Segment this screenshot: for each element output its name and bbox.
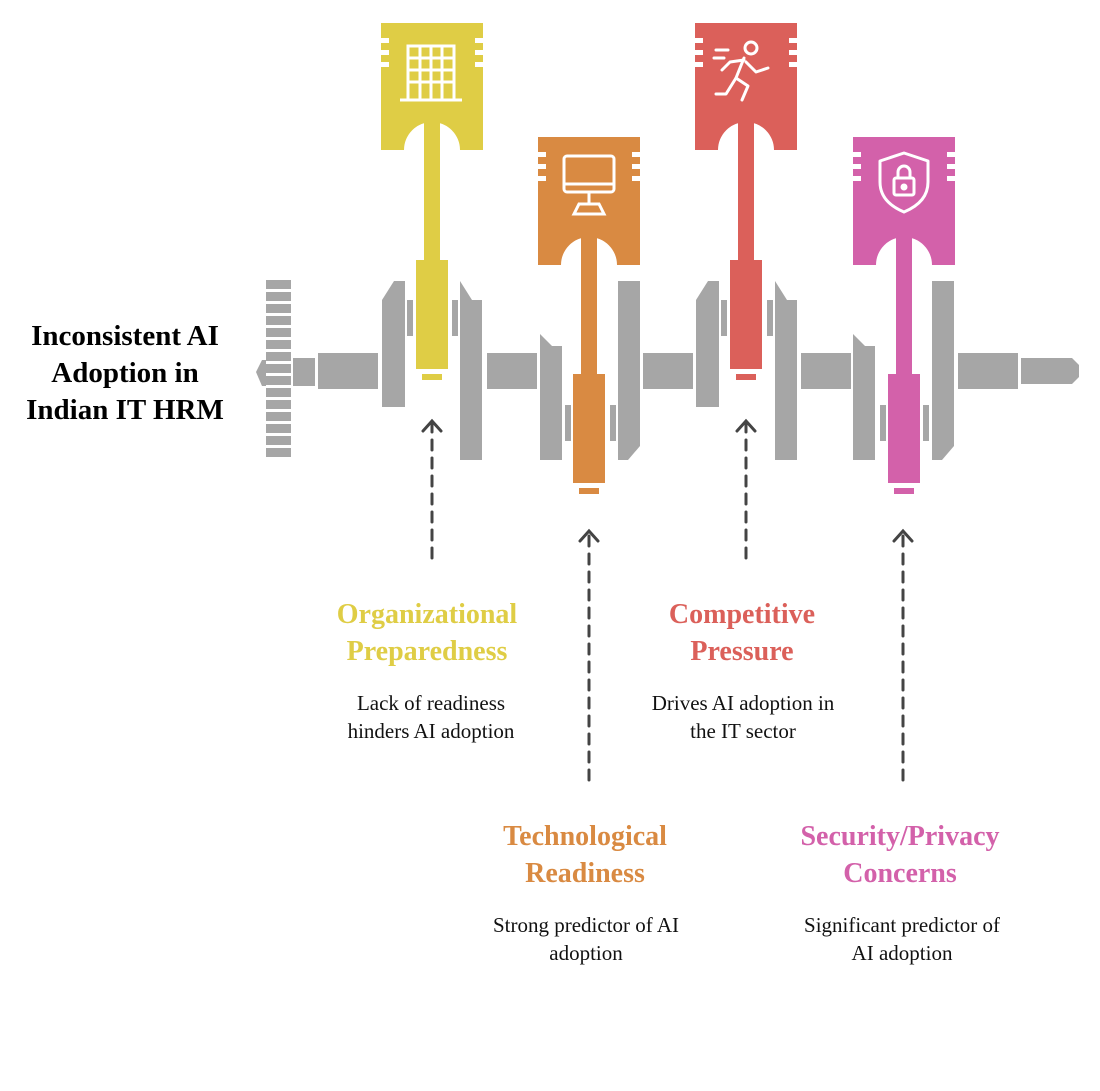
connector-arrows [421,418,914,782]
factor-desc-line: the IT sector [690,719,796,743]
factor-title-line: Pressure [690,636,794,667]
factor-title-line: Organizational [336,599,518,630]
factor-desc-line: Lack of readiness [356,691,506,715]
arrow-organizational [421,418,443,560]
monitor-icon [562,154,616,216]
factor-desc-line: adoption [549,941,623,965]
connecting-rod [896,234,912,374]
factor-desc-security: Significant predictor of AI adoption [762,911,1042,967]
arrow-security [892,528,914,782]
main-title-line: Indian IT HRM [26,394,224,426]
crankshaft-gear [256,280,291,457]
factor-title-line: Readiness [525,858,645,889]
rod-end [573,374,605,483]
piston-competitive [695,23,797,380]
factor-title-organizational: Organizational Preparedness [287,596,567,670]
piston-head [695,23,797,150]
rod-end [416,260,448,369]
rod-end [888,374,920,483]
factor-title-line: Technological [503,821,667,852]
crankshaft [256,280,1079,460]
piston-security [853,137,955,494]
factor-title-line: Security/Privacy [800,821,1000,852]
journal-4 [643,353,693,389]
factor-desc-line: hinders AI adoption [347,719,515,743]
journal-2 [318,353,378,389]
factor-desc-line: Significant predictor of [804,913,1000,937]
connecting-rod [424,120,440,260]
shaft-end [1021,358,1079,384]
building-icon [400,44,462,102]
connecting-rod [581,234,597,374]
rod-end [730,260,762,369]
running-person-icon [712,40,770,102]
factor-desc-competitive: Drives AI adoption in the IT sector [603,689,883,745]
piston-organizational [381,23,483,380]
journal-1 [293,358,315,386]
main-title-line: Adoption in [51,357,199,389]
factor-desc-technological: Strong predictor of AI adoption [446,911,726,967]
main-title: Inconsistent AI Adoption in Indian IT HR… [0,318,250,429]
piston-technological [538,137,640,494]
arrow-technological [578,528,600,782]
factor-title-line: Competitive [668,599,816,630]
factor-title-competitive: Competitive Pressure [602,596,882,670]
journal-6 [958,353,1018,389]
factor-desc-line: AI adoption [851,941,953,965]
journal-5 [801,353,851,389]
connecting-rod [738,120,754,260]
factor-desc-line: Drives AI adoption in [651,691,835,715]
factor-title-technological: Technological Readiness [445,818,725,892]
shield-lock-icon [878,151,930,214]
factor-title-line: Preparedness [346,636,508,667]
factor-title-line: Concerns [843,858,957,889]
arrow-competitive [735,418,757,560]
journal-3 [487,353,537,389]
factor-desc-organizational: Lack of readiness hinders AI adoption [291,689,571,745]
factor-title-security: Security/Privacy Concerns [760,818,1040,892]
main-title-line: Inconsistent AI [31,320,219,352]
factor-desc-line: Strong predictor of AI [492,913,680,937]
